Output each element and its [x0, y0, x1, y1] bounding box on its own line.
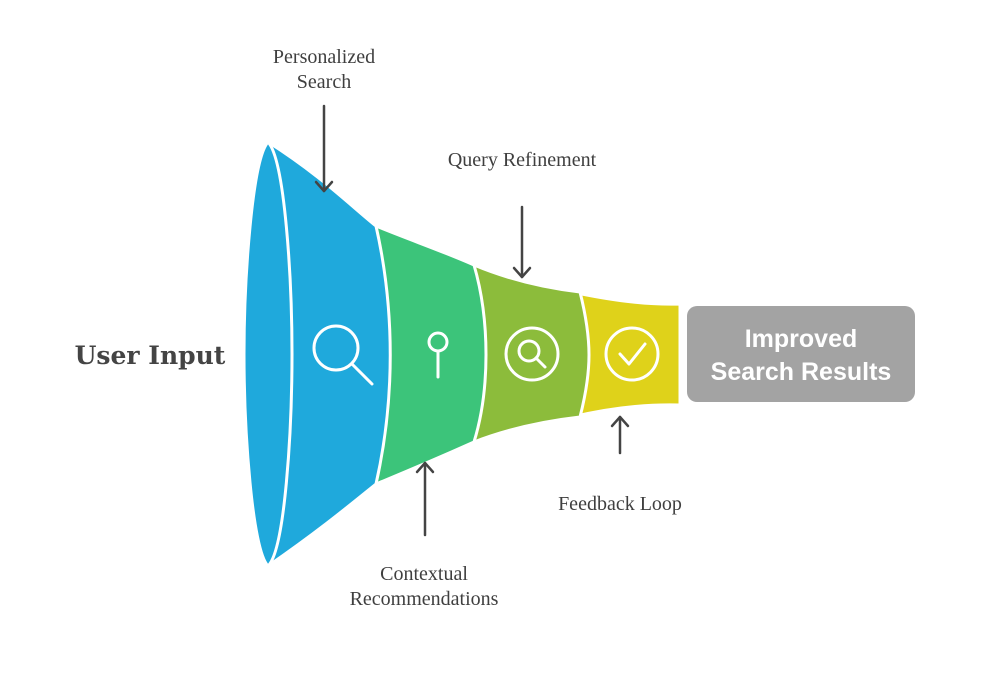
pin-icon: [427, 331, 449, 379]
circled-search-icon: [504, 326, 560, 382]
stage-label-personalized-line-2: Search: [297, 71, 351, 93]
stage-label-feedback-loop: Feedback Loop: [558, 493, 682, 515]
arrow-personalized-search: [314, 104, 334, 193]
funnel-segment-query-refinement: [472, 262, 591, 445]
arrow-contextual-recommendations: [415, 461, 435, 537]
stage-label-personalized-line-1: Personalized: [273, 46, 375, 68]
arrow-feedback-loop: [610, 415, 630, 455]
arrow-query-refinement: [512, 205, 532, 279]
check-circle-icon: [604, 326, 660, 382]
input-label: User Input: [75, 341, 226, 370]
funnel-segment-feedback-loop: [570, 290, 682, 419]
result-line-1: Improved: [745, 325, 858, 353]
stage-label-contextual-line-1: Contextual: [380, 563, 468, 585]
stage-label-query-refinement: Query Refinement: [448, 149, 597, 171]
result-line-2: Search Results: [711, 358, 892, 386]
magnifier-icon: [312, 324, 374, 386]
funnel-segment-personalized-search: [266, 139, 392, 569]
stage-label-contextual-line-2: Recommendations: [350, 588, 499, 610]
result-box: [687, 306, 915, 402]
funnel-segment-contextual-recommendations: [374, 223, 488, 487]
funnel-mouth: [242, 139, 294, 569]
